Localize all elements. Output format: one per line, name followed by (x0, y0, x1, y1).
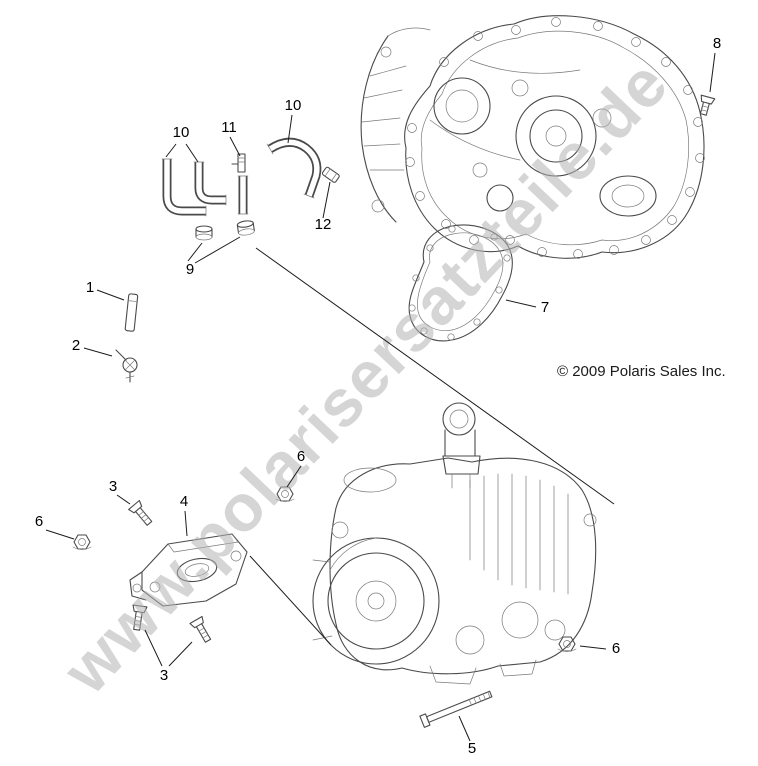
grommet-left-part (195, 225, 213, 241)
bolt-lower-left-part (132, 604, 148, 631)
copyright-text: © 2009 Polaris Sales Inc. (557, 363, 726, 380)
leader-line (168, 641, 193, 667)
leader-line (458, 715, 471, 742)
leader-line (229, 136, 241, 157)
long-bolt-part (419, 690, 493, 728)
leader-line (116, 494, 131, 505)
leader-line (287, 114, 293, 144)
connector-line (255, 247, 615, 505)
bolt-top-right-part (699, 94, 716, 116)
leader-line (144, 629, 163, 667)
breather-hose-curved-part (266, 137, 322, 199)
flange-nut-upper-part (275, 486, 295, 502)
callout-6-right: 6 (612, 640, 620, 657)
leader-line (322, 181, 331, 219)
check-valve-part (115, 349, 138, 383)
breather-hose-elbow2-part (193, 161, 227, 206)
callout-10-right: 10 (285, 97, 302, 114)
callout-6-left: 6 (35, 513, 43, 530)
leader-line (184, 510, 188, 537)
leader-lines (45, 52, 716, 742)
callout-6-upper: 6 (297, 448, 305, 465)
leader-line (185, 143, 199, 163)
callout-3-lower: 3 (160, 667, 168, 684)
leader-line (187, 242, 203, 262)
breather-hose-straight-part (237, 175, 249, 215)
flange-nut-left-part (72, 534, 92, 550)
leader-line (45, 529, 75, 540)
breather-tube-part (124, 293, 139, 332)
leader-line (579, 645, 607, 650)
callout-10-left: 10 (173, 124, 190, 141)
callout-12: 12 (315, 216, 332, 233)
callout-5: 5 (468, 740, 476, 757)
leader-line (505, 299, 537, 308)
engine-assembly-drawing (312, 402, 597, 685)
flange-nut-right-part (557, 636, 577, 652)
connector-line (249, 555, 332, 646)
callout-1: 1 (86, 279, 94, 296)
leader-line (83, 347, 113, 357)
callout-3-upper: 3 (109, 478, 117, 495)
hose-tee-fitting-part (231, 153, 246, 173)
callout-4: 4 (180, 493, 188, 510)
leader-line (165, 143, 177, 158)
breather-hose-elbow-part (161, 158, 207, 217)
callout-9: 9 (186, 261, 194, 278)
leader-line (286, 465, 302, 488)
leader-line (96, 289, 125, 301)
leader-line (709, 52, 716, 93)
callout-8: 8 (713, 35, 721, 52)
hose-clamp-fitting-part (321, 166, 340, 183)
callout-2: 2 (72, 337, 80, 354)
callout-11: 11 (221, 119, 237, 136)
callout-7: 7 (541, 299, 549, 316)
crankcase-cover-drawing (360, 15, 705, 259)
bolt-upper-part (128, 499, 153, 526)
gasket-drawing (408, 224, 513, 342)
grommet-right-part (236, 220, 255, 236)
leader-line (194, 236, 241, 264)
bolt-lower-right-part (189, 615, 212, 643)
mount-bracket-part (129, 533, 248, 607)
